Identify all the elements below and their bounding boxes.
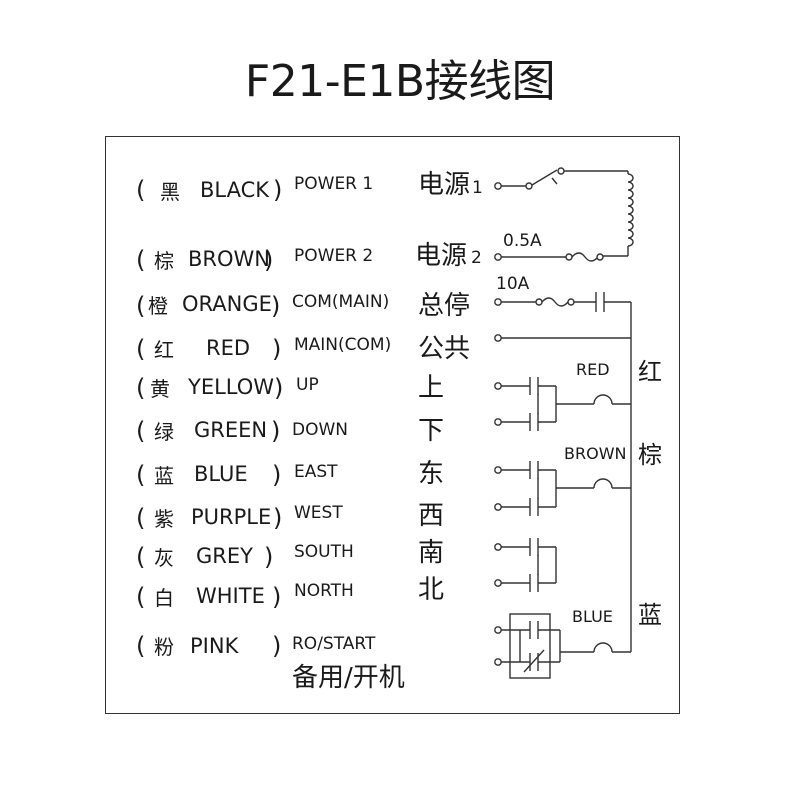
- wire-signal: COM(MAIN): [292, 292, 390, 312]
- paren-close: ): [273, 176, 283, 204]
- diagram-title: F21-E1B接线图: [244, 56, 556, 107]
- coil-symbol: [600, 171, 634, 257]
- terminal-label-power1: 电源: [418, 170, 471, 200]
- contacts-south-north: [494, 538, 557, 592]
- wire-color-cn: 黄: [150, 377, 170, 401]
- fuse-0-5a: [494, 252, 604, 262]
- terminal-label-power2: 电源: [415, 241, 468, 271]
- wire-color-en: YELLOW: [188, 375, 275, 399]
- wire-color-en: GREEN: [194, 418, 268, 442]
- relay-label-blue: BLUE: [572, 607, 613, 626]
- terminal-label-main-stop: 总停: [418, 291, 471, 321]
- common-line: [494, 334, 631, 342]
- fuse-label-0-5a: 0.5A: [503, 231, 542, 251]
- wire-signal: DOWN: [292, 420, 348, 440]
- terminal-label-east: 东: [418, 459, 445, 489]
- wire-color-cn: 紫: [154, 507, 174, 531]
- paren-open: (: [136, 292, 146, 320]
- paren-close: ): [271, 292, 281, 320]
- paren-open: (: [136, 374, 146, 402]
- side-label-blue: 蓝: [638, 601, 662, 629]
- wire-color-en: BLUE: [194, 462, 248, 486]
- wire-color-en: PURPLE: [191, 505, 272, 529]
- terminal-sub-2: 2: [471, 248, 482, 268]
- paren-open: (: [136, 461, 146, 489]
- paren-open: (: [136, 632, 146, 660]
- wire-color-en: WHITE: [196, 584, 265, 608]
- wire-color-en: GREY: [196, 544, 253, 568]
- terminal-label-common: 公共: [418, 334, 471, 364]
- terminal-label-up: 上: [418, 373, 445, 403]
- relay-brown: [494, 461, 631, 516]
- paren-open: (: [136, 504, 146, 532]
- wire-signal: POWER 1: [294, 174, 374, 194]
- paren-close: ): [274, 374, 284, 402]
- wire-signal: UP: [296, 375, 319, 395]
- wire-color-en: BLACK: [200, 178, 270, 202]
- wire-color-cn: 绿: [154, 420, 174, 444]
- wire-color-cn: 蓝: [154, 464, 174, 488]
- wire-signal: RO/START: [292, 634, 376, 654]
- paren-open: (: [136, 583, 146, 611]
- paren-open: (: [136, 335, 146, 363]
- wire-color-cn: 白: [154, 586, 174, 610]
- wire-signal: POWER 2: [294, 246, 374, 266]
- terminal-label-down: 下: [418, 416, 445, 446]
- wire-signal: EAST: [294, 462, 338, 482]
- wire-color-cn: 棕: [154, 249, 174, 273]
- relay-blue: [494, 613, 631, 679]
- terminal-label-west: 西: [418, 501, 445, 531]
- wire-color-en: PINK: [190, 634, 239, 658]
- paren-open: (: [136, 246, 146, 274]
- wire-color-cn: 灰: [154, 546, 174, 570]
- paren-close: ): [272, 632, 282, 660]
- wire-color-cn: 橙: [148, 294, 168, 318]
- relay-label-brown: BROWN: [564, 444, 627, 463]
- wire-color-cn: 红: [154, 338, 174, 362]
- paren-close: ): [273, 504, 283, 532]
- terminal-label-spare-start: 备用/开机: [292, 663, 405, 693]
- paren-close: ): [271, 417, 281, 445]
- wire-signal: NORTH: [294, 581, 354, 601]
- paren-close: ): [264, 543, 274, 571]
- paren-close: ): [264, 246, 274, 274]
- fuse-10a: [494, 292, 631, 312]
- power-switch: [494, 167, 628, 190]
- paren-open: (: [136, 543, 146, 571]
- paren-close: ): [272, 583, 282, 611]
- side-label-brown: 棕: [638, 441, 662, 469]
- relay-label-red: RED: [576, 360, 610, 379]
- wire-color-cn: 粉: [154, 635, 174, 659]
- relay-red: [494, 377, 631, 431]
- terminal-label-south: 南: [418, 538, 445, 568]
- fuse-label-10a: 10A: [496, 274, 530, 294]
- wire-color-cn: 黑: [160, 180, 180, 204]
- side-label-red: 红: [638, 358, 662, 386]
- paren-open: (: [136, 176, 146, 204]
- wire-signal: SOUTH: [294, 542, 354, 562]
- wire-color-en: ORANGE: [182, 292, 272, 316]
- terminal-label-north: 北: [418, 575, 445, 605]
- wire-color-en: RED: [206, 336, 251, 360]
- paren-close: ): [272, 461, 282, 489]
- wire-color-en: BROWN: [188, 247, 271, 271]
- wire-signal: MAIN(COM): [294, 335, 392, 355]
- paren-open: (: [136, 417, 146, 445]
- wire-signal: WEST: [294, 503, 343, 523]
- paren-close: ): [272, 335, 282, 363]
- diagram-frame: [105, 136, 680, 714]
- terminal-sub-1: 1: [472, 178, 483, 198]
